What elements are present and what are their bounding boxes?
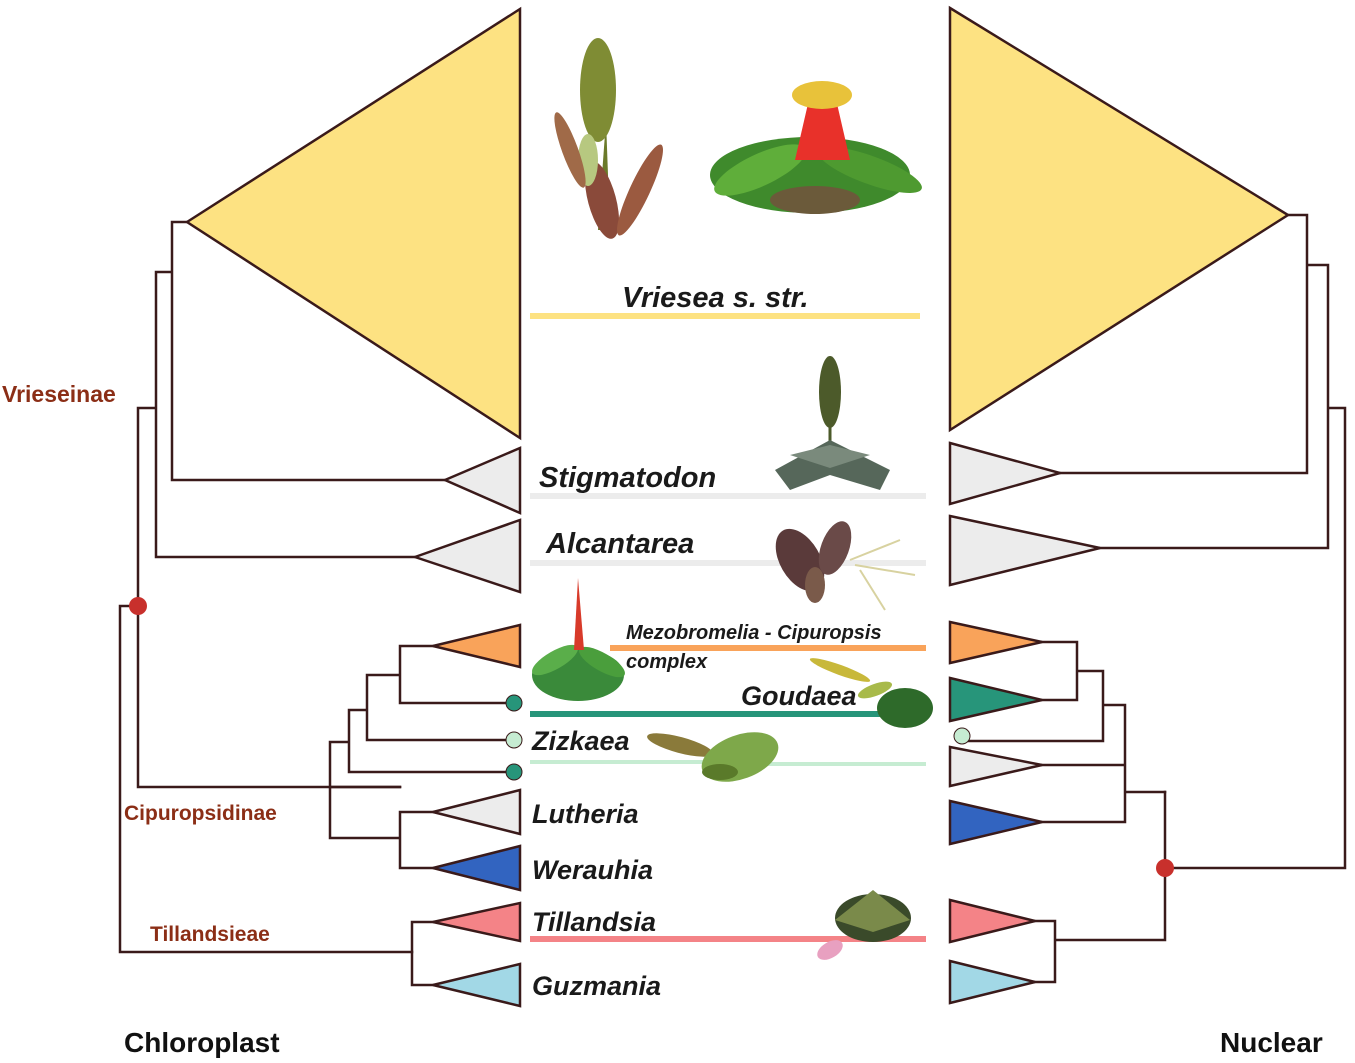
label-goudaea: Goudaea	[741, 681, 857, 711]
label-guzmania: Guzmania	[532, 971, 661, 1001]
clade-werauhia-right	[948, 799, 1043, 846]
clade-tillandsia-left	[432, 901, 522, 943]
label-mezobromelia-line1: Mezobromelia - Cipuropsis	[626, 622, 882, 644]
clade-alcantarea-left	[411, 518, 522, 594]
plant-photo-vriesea-inflorescence	[554, 38, 663, 239]
plant-photo-goudaea	[809, 658, 933, 728]
node-marker-red	[129, 597, 147, 615]
chloroplast-tree	[118, 6, 523, 1008]
clade-goudaea-right	[948, 676, 1043, 723]
node-marker-mint	[505, 731, 523, 749]
plant-photo-zizkaea	[647, 732, 779, 782]
clade-tillandsia-right	[948, 898, 1036, 944]
caption-nuclear: Nuclear	[1220, 1027, 1323, 1058]
clade-zizkaea-right	[948, 745, 1043, 788]
clade-mezobromelia-left	[432, 623, 522, 669]
label-mezobromelia-line2: complex	[626, 651, 708, 673]
clade-alcantarea-right	[948, 514, 1101, 587]
plant-photo-alcantarea	[775, 521, 916, 611]
group-labels: Vrieseinae Cipuropsidinae Tillandsieae	[2, 381, 277, 946]
node-marker-teal-upper	[505, 694, 523, 712]
label-vrieseinae: Vrieseinae	[2, 381, 116, 407]
branch-vriesea-stigmatodon-right	[1058, 213, 1347, 870]
label-stigmatodon: Stigmatodon	[539, 462, 716, 494]
clade-vriesea-left	[184, 6, 522, 441]
branch-tillandsieae-right	[1033, 790, 1167, 984]
clade-werauhia-left	[432, 844, 522, 892]
clade-stigmatodon-left	[441, 446, 522, 515]
node-marker-mint-right	[953, 727, 971, 745]
plant-photo-vriesea-rosette	[710, 81, 922, 214]
label-zizkaea: Zizkaea	[531, 726, 630, 756]
label-werauhia: Werauhia	[532, 855, 653, 885]
label-alcantarea: Alcantarea	[545, 528, 694, 560]
caption-chloroplast: Chloroplast	[124, 1027, 280, 1058]
clade-guzmania-right	[948, 959, 1036, 1005]
branch-tillandsieae	[410, 920, 435, 987]
taxon-labels: Vriesea s. str. Stigmatodon Alcantarea M…	[531, 282, 882, 1001]
clade-stigmatodon-right	[948, 441, 1065, 506]
label-lutheria: Lutheria	[532, 799, 639, 829]
clade-vriesea-right	[948, 5, 1291, 433]
node-marker-teal-lower	[505, 763, 523, 781]
branch-vrieseinae	[118, 220, 447, 954]
nuclear-tree	[948, 5, 1347, 1005]
label-cipuropsidinae: Cipuropsidinae	[124, 802, 277, 825]
label-tillandsieae: Tillandsieae	[150, 923, 270, 946]
label-vriesea: Vriesea s. str.	[622, 282, 809, 314]
plant-photo-mezobromelia	[532, 578, 625, 701]
plant-photo-tillandsia	[817, 890, 911, 960]
branch-cipuropsidinae	[328, 644, 514, 870]
connector-lines	[530, 313, 926, 942]
plant-photo-stigmatodon	[775, 356, 890, 490]
node-marker-red-right	[1156, 859, 1174, 877]
label-tillandsia: Tillandsia	[532, 907, 656, 937]
branch-cipuropsidinae-right	[960, 640, 1167, 824]
clade-guzmania-left	[432, 962, 522, 1008]
clade-mezobromelia-right	[948, 620, 1043, 665]
clade-lutheria-left	[432, 788, 522, 836]
